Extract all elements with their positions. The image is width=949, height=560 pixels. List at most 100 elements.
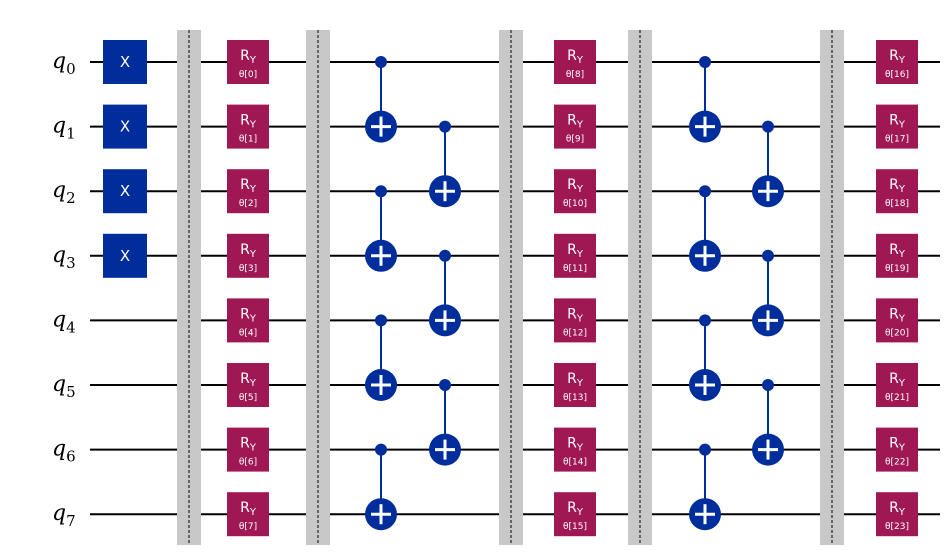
ry-gate-param: θ[21] (885, 393, 909, 403)
ry-gate-box (876, 298, 918, 343)
barrier (306, 30, 330, 545)
x-gate: X (103, 104, 147, 149)
ry-gate-box (876, 233, 918, 278)
qubit-label: q7 (52, 501, 76, 530)
cx-gate (365, 314, 397, 401)
ry-gate-box (554, 427, 596, 472)
qubit-label: q6 (52, 437, 76, 466)
ry-gate-param: θ[22] (885, 458, 909, 468)
ry-gate-param: θ[18] (885, 199, 909, 209)
gates: XXXXRYθ[0]RYθ[1]RYθ[2]RYθ[3]RYθ[4]RYθ[5]… (103, 40, 918, 537)
qubit-label: q0 (52, 49, 76, 78)
ry-gate-param: θ[8] (566, 70, 584, 80)
x-gate: X (103, 40, 147, 84)
ry-gate: RYθ[4] (227, 298, 269, 343)
cx-control-dot (699, 56, 711, 68)
ry-gate-param: θ[13] (563, 393, 587, 403)
ry-gate-param: θ[15] (563, 522, 587, 532)
ry-gate-param: θ[23] (885, 522, 909, 532)
ry-gate: RYθ[6] (227, 427, 269, 472)
ry-gate-param: θ[3] (239, 264, 257, 274)
cx-gate (689, 443, 721, 531)
ry-gate-param: θ[11] (563, 264, 587, 274)
barrier (820, 30, 844, 545)
ry-gate-param: θ[14] (563, 458, 587, 468)
ry-gate-box (876, 169, 918, 214)
ry-gate: RYθ[22] (876, 427, 918, 472)
qubit-label: q4 (52, 307, 76, 336)
ry-gate-box (227, 363, 269, 407)
ry-gate-box (227, 169, 269, 214)
ry-gate-box (227, 40, 269, 84)
ry-gate-box (876, 104, 918, 149)
x-gate-box (103, 233, 147, 278)
ry-gate-box (227, 104, 269, 149)
ry-gate-box (227, 233, 269, 278)
ry-gate: RYθ[14] (554, 427, 596, 472)
ry-gate-box (554, 233, 596, 278)
cx-gate (429, 249, 461, 337)
cx-control-dot (375, 185, 387, 198)
ry-gate-box (554, 169, 596, 214)
cx-control-dot (699, 185, 711, 198)
qubit-labels: q0 q1 q2 q3 q4 q5 q6 q7 (52, 49, 76, 530)
ry-gate: RYθ[15] (554, 492, 596, 537)
ry-gate-box (554, 40, 596, 84)
ry-gate-param: θ[9] (566, 135, 584, 145)
x-gate-box (103, 40, 147, 84)
ry-gate-box (876, 40, 918, 84)
ry-gate-param: θ[7] (239, 522, 257, 532)
cx-gate (752, 379, 784, 466)
ry-gate-param: θ[12] (563, 328, 587, 338)
cx-control-dot (375, 443, 387, 456)
ry-gate-box (554, 492, 596, 537)
ry-gate: RYθ[8] (554, 40, 596, 84)
ry-gate-box (227, 492, 269, 537)
qubit-label: q3 (52, 243, 76, 272)
x-gate-label: X (120, 118, 130, 136)
x-gate-label: X (120, 53, 130, 71)
cx-control-dot (439, 120, 451, 133)
ry-gate: RYθ[17] (876, 104, 918, 149)
ry-gate: RYθ[12] (554, 298, 596, 343)
ry-gate: RYθ[20] (876, 298, 918, 343)
cx-control-dot (762, 379, 774, 391)
ry-gate-param: θ[4] (239, 328, 257, 338)
qubit-label: q2 (52, 178, 76, 207)
ry-gate-param: θ[16] (885, 70, 909, 80)
ry-gate-param: θ[20] (885, 328, 909, 338)
ry-gate-box (554, 363, 596, 407)
cx-gate (689, 56, 721, 143)
ry-gate-box (876, 363, 918, 407)
ry-gate-param: θ[1] (239, 135, 257, 145)
ry-gate-param: θ[2] (239, 199, 257, 209)
ry-gate: RYθ[19] (876, 233, 918, 278)
barrier (177, 30, 201, 545)
barriers (177, 30, 844, 545)
ry-gate: RYθ[18] (876, 169, 918, 214)
ry-gate-box (227, 427, 269, 472)
ry-gate-box (876, 492, 918, 537)
x-gate: X (103, 169, 147, 214)
cx-gate (752, 120, 784, 208)
ry-gate-box (876, 427, 918, 472)
ry-gate: RYθ[7] (227, 492, 269, 537)
ry-gate: RYθ[10] (554, 169, 596, 214)
cx-control-dot (699, 443, 711, 456)
cx-control-dot (699, 314, 711, 327)
cx-gate (752, 249, 784, 337)
ry-gate: RYθ[5] (227, 363, 269, 407)
cx-control-dot (375, 314, 387, 327)
ry-gate-param: θ[10] (563, 199, 587, 209)
x-gate: X (103, 233, 147, 278)
cx-control-dot (375, 56, 387, 68)
qubit-label: q5 (52, 372, 76, 401)
x-gate-label: X (120, 182, 130, 200)
x-gate-box (103, 169, 147, 214)
ry-gate: RYθ[0] (227, 40, 269, 84)
qubit-label: q1 (52, 114, 76, 143)
cx-control-dot (439, 249, 451, 262)
ry-gate-box (554, 298, 596, 343)
ry-gate: RYθ[1] (227, 104, 269, 149)
